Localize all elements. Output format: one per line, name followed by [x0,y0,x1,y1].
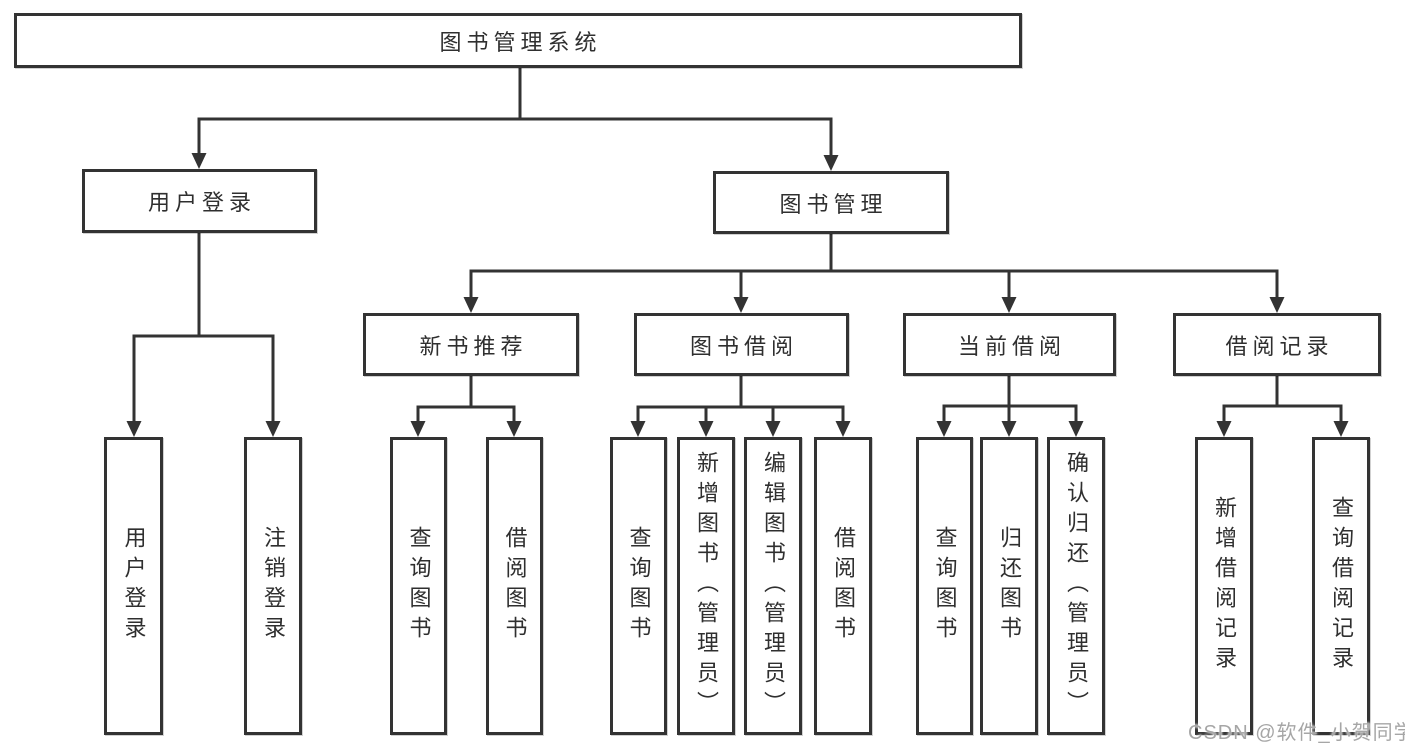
leaf-cb-confirm-return-admin: 确认归还（管理员） [1047,437,1105,735]
node-book-borrowing: 图书借阅 [634,313,849,376]
leaf-logout: 注销登录 [244,437,302,735]
csdn-watermark: CSDN @软件_小贺同学 [1188,722,1405,744]
leaf-user-login: 用户登录 [104,437,163,735]
leaf-nb-query-books: 查询图书 [390,437,447,735]
leaf-cb-query-books: 查询图书 [916,437,973,735]
leaf-bb-borrow-books: 借阅图书 [814,437,872,735]
node-borrowing-records: 借阅记录 [1173,313,1381,376]
node-current-borrowing: 当前借阅 [903,313,1116,376]
leaf-nb-borrow-books: 借阅图书 [486,437,543,735]
leaf-bb-add-books-admin: 新增图书（管理员） [677,437,735,735]
leaf-br-query-record: 查询借阅记录 [1312,437,1370,735]
leaf-cb-return-books: 归还图书 [980,437,1038,735]
node-root-library-system: 图书管理系统 [14,13,1022,68]
leaf-br-add-record: 新增借阅记录 [1195,437,1253,735]
node-book-management: 图书管理 [713,171,949,234]
node-user-login: 用户登录 [82,169,317,233]
tree-edges [132,68,1343,424]
leaf-bb-edit-books-admin: 编辑图书（管理员） [744,437,802,735]
leaf-bb-query-books: 查询图书 [610,437,667,735]
node-new-book-recommend: 新书推荐 [363,313,579,376]
